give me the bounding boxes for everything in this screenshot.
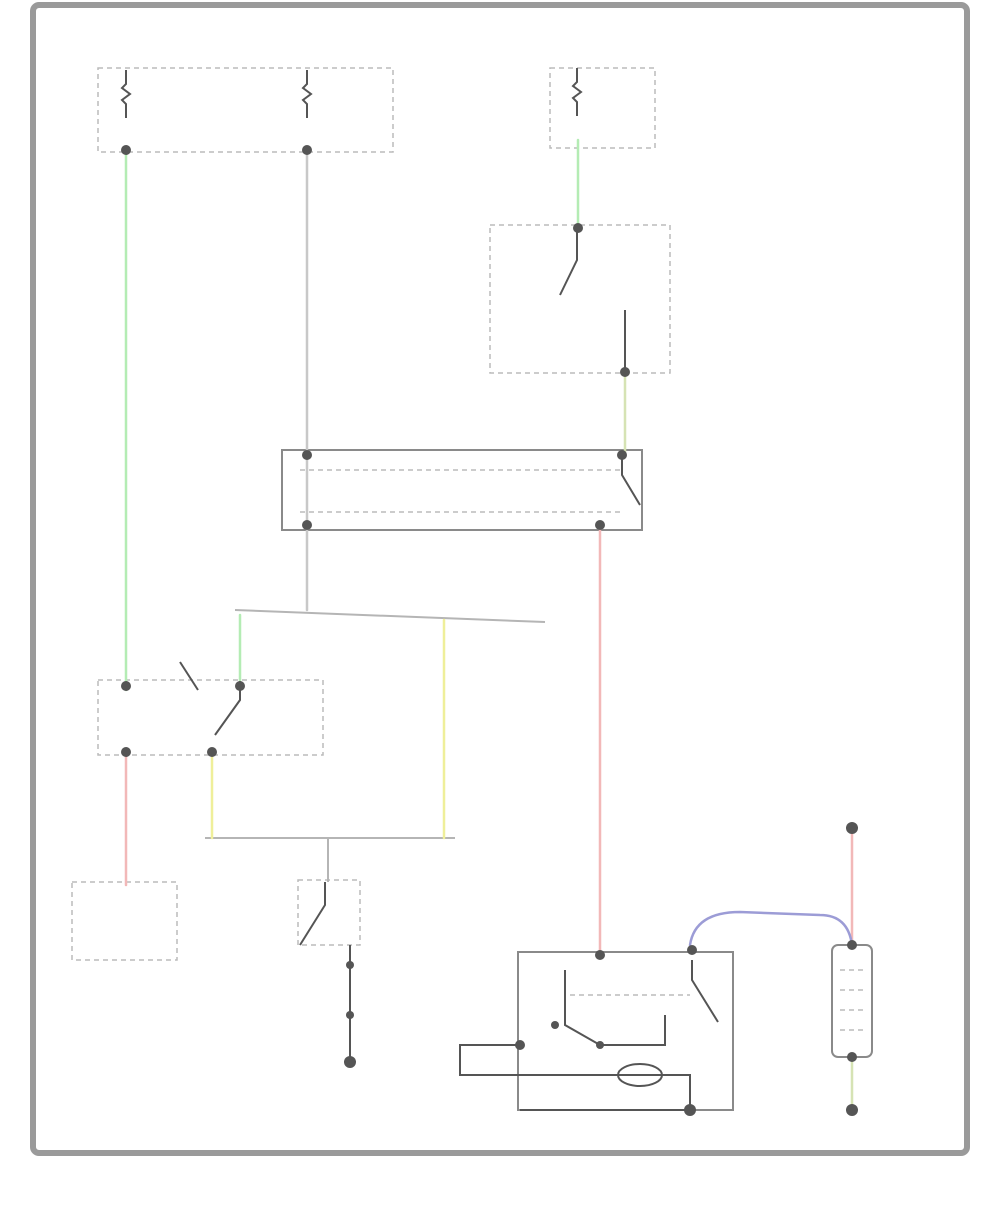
- control-unit-box: [71, 881, 178, 961]
- node-fuse-3: [573, 223, 583, 233]
- node-battery-minus: [847, 1052, 857, 1062]
- starter-motor-box: [517, 951, 734, 1111]
- node-starter-2: [687, 945, 697, 955]
- neutral-switch-contact: [299, 882, 326, 946]
- inhibitor-relay-switch: [621, 455, 641, 506]
- transmission-range-switch-box: [97, 679, 324, 756]
- node-battery-top: [846, 822, 858, 834]
- junction-line-upper: [234, 609, 546, 623]
- fuse-symbol-2: [301, 70, 313, 118]
- node-starter-4: [551, 1021, 559, 1029]
- node-neutral-1: [346, 961, 354, 969]
- ignition-switch-box: [489, 224, 671, 374]
- transmission-range-coil: [179, 661, 199, 691]
- fuse-relay-box-right: [549, 67, 656, 149]
- wire-purple-battery-starter: [688, 910, 854, 947]
- node-trs-2: [235, 681, 245, 691]
- node-battery-plus: [847, 940, 857, 950]
- starter-motor-loop: [459, 1044, 691, 1110]
- node-relay-3: [302, 520, 312, 530]
- inhibitor-relay-box: [281, 449, 643, 531]
- node-ign-out: [620, 367, 630, 377]
- node-neutral-2: [346, 1011, 354, 1019]
- neutral-switch-box: [297, 879, 361, 946]
- ignition-switch-contact: [559, 228, 578, 296]
- fuse-symbol-1: [120, 70, 132, 118]
- node-trs-1: [121, 681, 131, 691]
- node-starter-5: [596, 1041, 604, 1049]
- starter-solenoid-line: [564, 970, 666, 1046]
- fuse-symbol-3: [571, 68, 583, 116]
- battery-box: [831, 944, 873, 1058]
- node-trs-3: [121, 747, 131, 757]
- starter-contact: [691, 960, 719, 1023]
- node-fuse-2: [302, 145, 312, 155]
- fuse-relay-box-left: [97, 67, 394, 153]
- diagram-frame: [30, 2, 970, 1156]
- node-fuse-1: [121, 145, 131, 155]
- node-relay-1: [302, 450, 312, 460]
- node-relay-2: [617, 450, 627, 460]
- node-ground-1: [344, 1056, 356, 1068]
- node-starter-ground: [684, 1104, 696, 1116]
- node-trs-4: [207, 747, 217, 757]
- node-starter-3: [515, 1040, 525, 1050]
- battery-cells: [840, 969, 865, 1031]
- starter-motor-armature: [617, 1063, 663, 1087]
- node-starter-1: [595, 950, 605, 960]
- node-relay-4: [595, 520, 605, 530]
- node-battery-ground: [846, 1104, 858, 1116]
